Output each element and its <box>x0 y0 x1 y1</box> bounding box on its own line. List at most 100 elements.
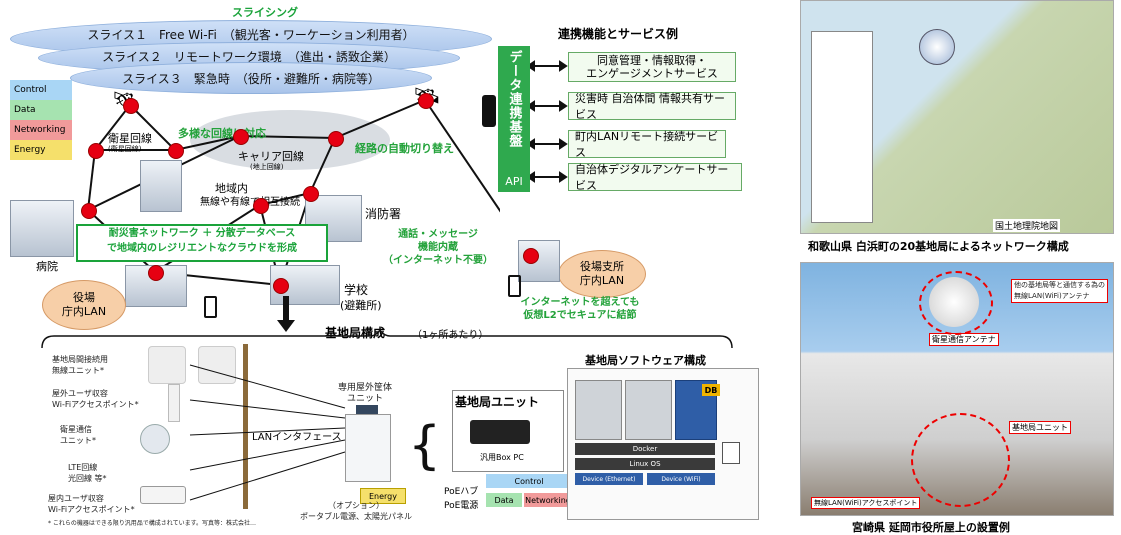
control-layer-badge: Control <box>486 474 572 488</box>
base-unit-frame <box>452 390 564 472</box>
service-consent-label: 同意管理・情報取得・ エンゲージメントサービス <box>586 54 718 80</box>
node-school <box>273 278 289 294</box>
hw-label-indoor-wifi: 屋内ユーザ収容 Wi-Fiアクセスポイント* <box>48 494 135 514</box>
service-disaster-label: 災害時 自治体間 情報共有サービス <box>575 92 725 121</box>
control-layer-label: Control <box>514 476 544 486</box>
hw-label-outdoor-wifi: 屋外ユーザ収容 Wi-Fiアクセスポイント* <box>52 389 139 409</box>
outdoor-unit-label: 専用屋外筐体 ユニット <box>338 383 393 404</box>
rooftop-label-ap: 無線LAN(WiFi)アクセスポイント <box>811 497 921 509</box>
layer-control: Control <box>10 80 72 100</box>
town-hall-label: 役場 <box>73 291 95 304</box>
energy-badge: Energy <box>360 488 406 504</box>
node-satellite-left <box>123 98 139 114</box>
branch-office-label: 役場支所 <box>580 260 624 273</box>
poe-hub-label: PoEハブ <box>444 487 479 497</box>
lan-interface-label: LANインタフェース <box>252 432 342 443</box>
satellite-dish-unit <box>140 424 170 454</box>
service-survey: 自治体デジタルアンケートサービス <box>568 163 742 192</box>
device-ethernet-label: Device (Ethernet) <box>582 475 636 483</box>
service-survey-label: 自治体デジタルアンケートサービス <box>575 163 729 192</box>
solar-panel <box>356 405 378 415</box>
down-arrow <box>283 296 289 322</box>
node-town-hall <box>148 265 164 281</box>
node-hospital <box>81 203 97 219</box>
layer-energy: Energy <box>10 140 72 160</box>
service-arrows <box>530 60 568 183</box>
curly-brace: { <box>408 416 442 476</box>
os-label: Linux OS <box>629 460 661 468</box>
map-globe-icon <box>919 29 955 65</box>
phone-icon-1 <box>204 296 217 318</box>
service-disaster: 災害時 自治体間 情報共有サービス <box>568 92 736 121</box>
map-photo: 国土地理院地図 <box>800 0 1114 234</box>
node-regional <box>253 198 269 214</box>
device-wifi: Device (WiFi) <box>647 473 715 485</box>
vpn-line-2: 仮想L2でセキュアに結節 <box>523 310 637 321</box>
node-west <box>88 143 104 159</box>
slice-3-label: スライス３ 緊急時 （役所・避難所・病院等） <box>122 71 380 86</box>
town-hall-oval: 役場 庁内LAN <box>42 280 126 330</box>
layer-legend: Control Data Networking Energy <box>10 80 72 160</box>
data-platform-column: データ連携基盤 API <box>498 46 530 192</box>
docker-bar: Docker <box>575 443 715 455</box>
map-caption: 和歌山県 白浜町の20基地局によるネットワーク構成 <box>808 240 1069 253</box>
networking-layer-label: Networking <box>525 495 571 505</box>
resilient-cloud-callout: 耐災害ネットワーク ＋ 分散データベース で地域内のレジリエントなクラウドを形成 <box>76 224 328 262</box>
highlight-circle-unit <box>911 413 1010 507</box>
satellite-line-label: 衛星回線 <box>108 132 152 145</box>
branch-office-oval: 役場支所 庁内LAN <box>558 250 646 298</box>
api-label: API <box>505 175 523 188</box>
docker-label: Docker <box>632 445 658 453</box>
services-title: 連携機能とサービス例 <box>558 27 679 41</box>
db-badge-label: DB <box>704 385 718 395</box>
hw-label-relay: 基地局間接続用 無線ユニット* <box>52 355 108 375</box>
data-layer-badge: Data <box>486 493 522 507</box>
resilient-line-1: 耐災害ネットワーク ＋ 分散データベース <box>108 228 296 239</box>
satellite-line-sublabel: (衛星回線) <box>108 145 142 153</box>
messaging-line-3: （インターネット不要） <box>383 255 493 266</box>
networking-layer-badge: Networking <box>524 493 572 507</box>
slice-3: スライス３ 緊急時 （役所・避難所・病院等） <box>70 62 432 94</box>
node-carrier-right <box>328 131 344 147</box>
service-remote-lan-label: 町内LANリモート接続サービス <box>575 130 719 159</box>
service-remote-lan: 町内LANリモート接続サービス <box>568 130 726 159</box>
hospital-building <box>10 200 74 257</box>
poe-power-label: PoE電源 <box>444 501 479 511</box>
rooftop-photo: 衛星通信アンテナ 他の基地局等と通信する為の 無線LAN(WiFi)アンテナ 基… <box>800 262 1114 516</box>
box-pc <box>470 420 530 444</box>
hospital-label: 病院 <box>36 260 58 273</box>
multi-line-label: 多様な回線に対応 <box>178 127 266 140</box>
device-ethernet: Device (Ethernet) <box>575 473 643 485</box>
data-platform-label: データ連携基盤 <box>506 50 522 148</box>
layer-networking: Networking <box>10 120 72 140</box>
regional-label: 地域内 <box>215 182 248 195</box>
phone-icon-2 <box>508 275 521 297</box>
outdoor-wifi-ap <box>168 384 180 422</box>
resilient-line-2: で地域内のレジリエントなクラウドを形成 <box>107 243 297 254</box>
down-arrow-head <box>277 320 295 332</box>
slice-2-label: スライス２ リモートワーク環境 （進出・誘致企業） <box>102 49 396 64</box>
generic-pc-label: 汎用Box PC <box>480 453 524 462</box>
rooftop-label-wifi: 他の基地局等と通信する為の 無線LAN(WiFi)アンテナ <box>1011 279 1108 303</box>
base-station-bracket <box>41 328 733 349</box>
hw-label-lte: LTE回線 光回線 等* <box>68 463 107 483</box>
school-label: 学校 <box>344 283 369 297</box>
auto-switch-label: 経路の自動切り替え <box>355 142 454 155</box>
carrier-line-sublabel: (地上回線) <box>250 163 284 171</box>
software-title: 基地局ソフトウェア構成 <box>585 354 706 367</box>
layer-data: Data <box>10 100 72 120</box>
data-layer-label: Data <box>494 495 514 505</box>
messaging-line-2: 機能内蔵 <box>418 242 458 253</box>
messaging-line-1: 通話・メッセージ <box>398 229 478 240</box>
node-carrier-mid <box>233 129 249 145</box>
branch-office-sublabel: 庁内LAN <box>579 274 625 287</box>
slice-1-label: スライス１ Free Wi-Fi （観光客・ワーケーション利用者） <box>87 27 415 42</box>
relay-radio-unit-2 <box>198 346 236 384</box>
hw-footnote: * これらの機器はできる限り汎用品で構成されています。写真等：株式会社… <box>48 520 257 527</box>
highlight-circle-dish <box>919 271 993 335</box>
rooftop-label-antenna: 衛星通信アンテナ <box>929 333 999 346</box>
map-credit: 国土地理院地図 <box>993 219 1061 232</box>
carrier-building <box>140 160 182 212</box>
node-branch <box>523 248 539 264</box>
rooftop-label-unit: 基地局ユニット <box>1009 421 1071 434</box>
